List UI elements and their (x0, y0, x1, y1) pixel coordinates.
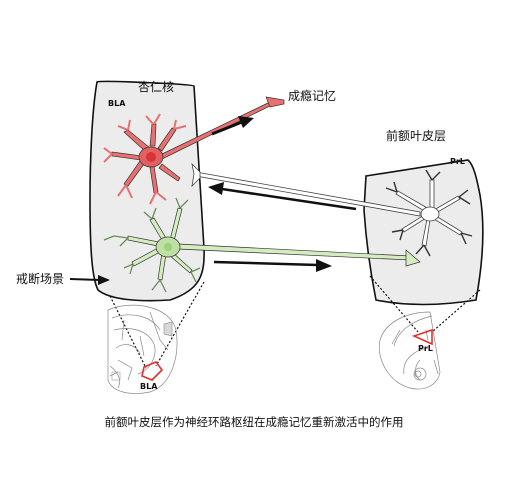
arrow-bla-to-memory (211, 116, 254, 136)
arrow-bla-to-prl (213, 259, 332, 272)
prl-region-label: PrL (450, 157, 465, 166)
arrow-prl-to-bla (208, 182, 357, 211)
bla-inset-label: BLA (140, 382, 158, 391)
arrow-extinction-input (69, 275, 110, 285)
figure-caption: 前额叶皮层作为神经环路枢纽在成瘾记忆重新激活中的作用 (105, 415, 404, 429)
green-neuron (103, 197, 421, 293)
amygdala-label: 杏仁核 (138, 80, 174, 94)
bla-brain-slice-inset (107, 304, 178, 394)
bla-region-label: BLA (108, 99, 126, 108)
prefrontal-label: 前额叶皮层 (386, 128, 446, 143)
prl-highlight (411, 328, 433, 346)
white-neuron (191, 162, 473, 257)
extinction-scene-label: 戒断场景 (16, 271, 64, 286)
red-neuron (103, 96, 285, 205)
prl-brain-slice-inset (378, 311, 441, 390)
prefrontal-region (363, 159, 484, 306)
bla-highlight (141, 361, 164, 381)
prl-inset-label: PrL (418, 344, 433, 353)
addiction-memory-label: 成瘾记忆 (288, 88, 336, 103)
projection-lines (109, 275, 481, 369)
